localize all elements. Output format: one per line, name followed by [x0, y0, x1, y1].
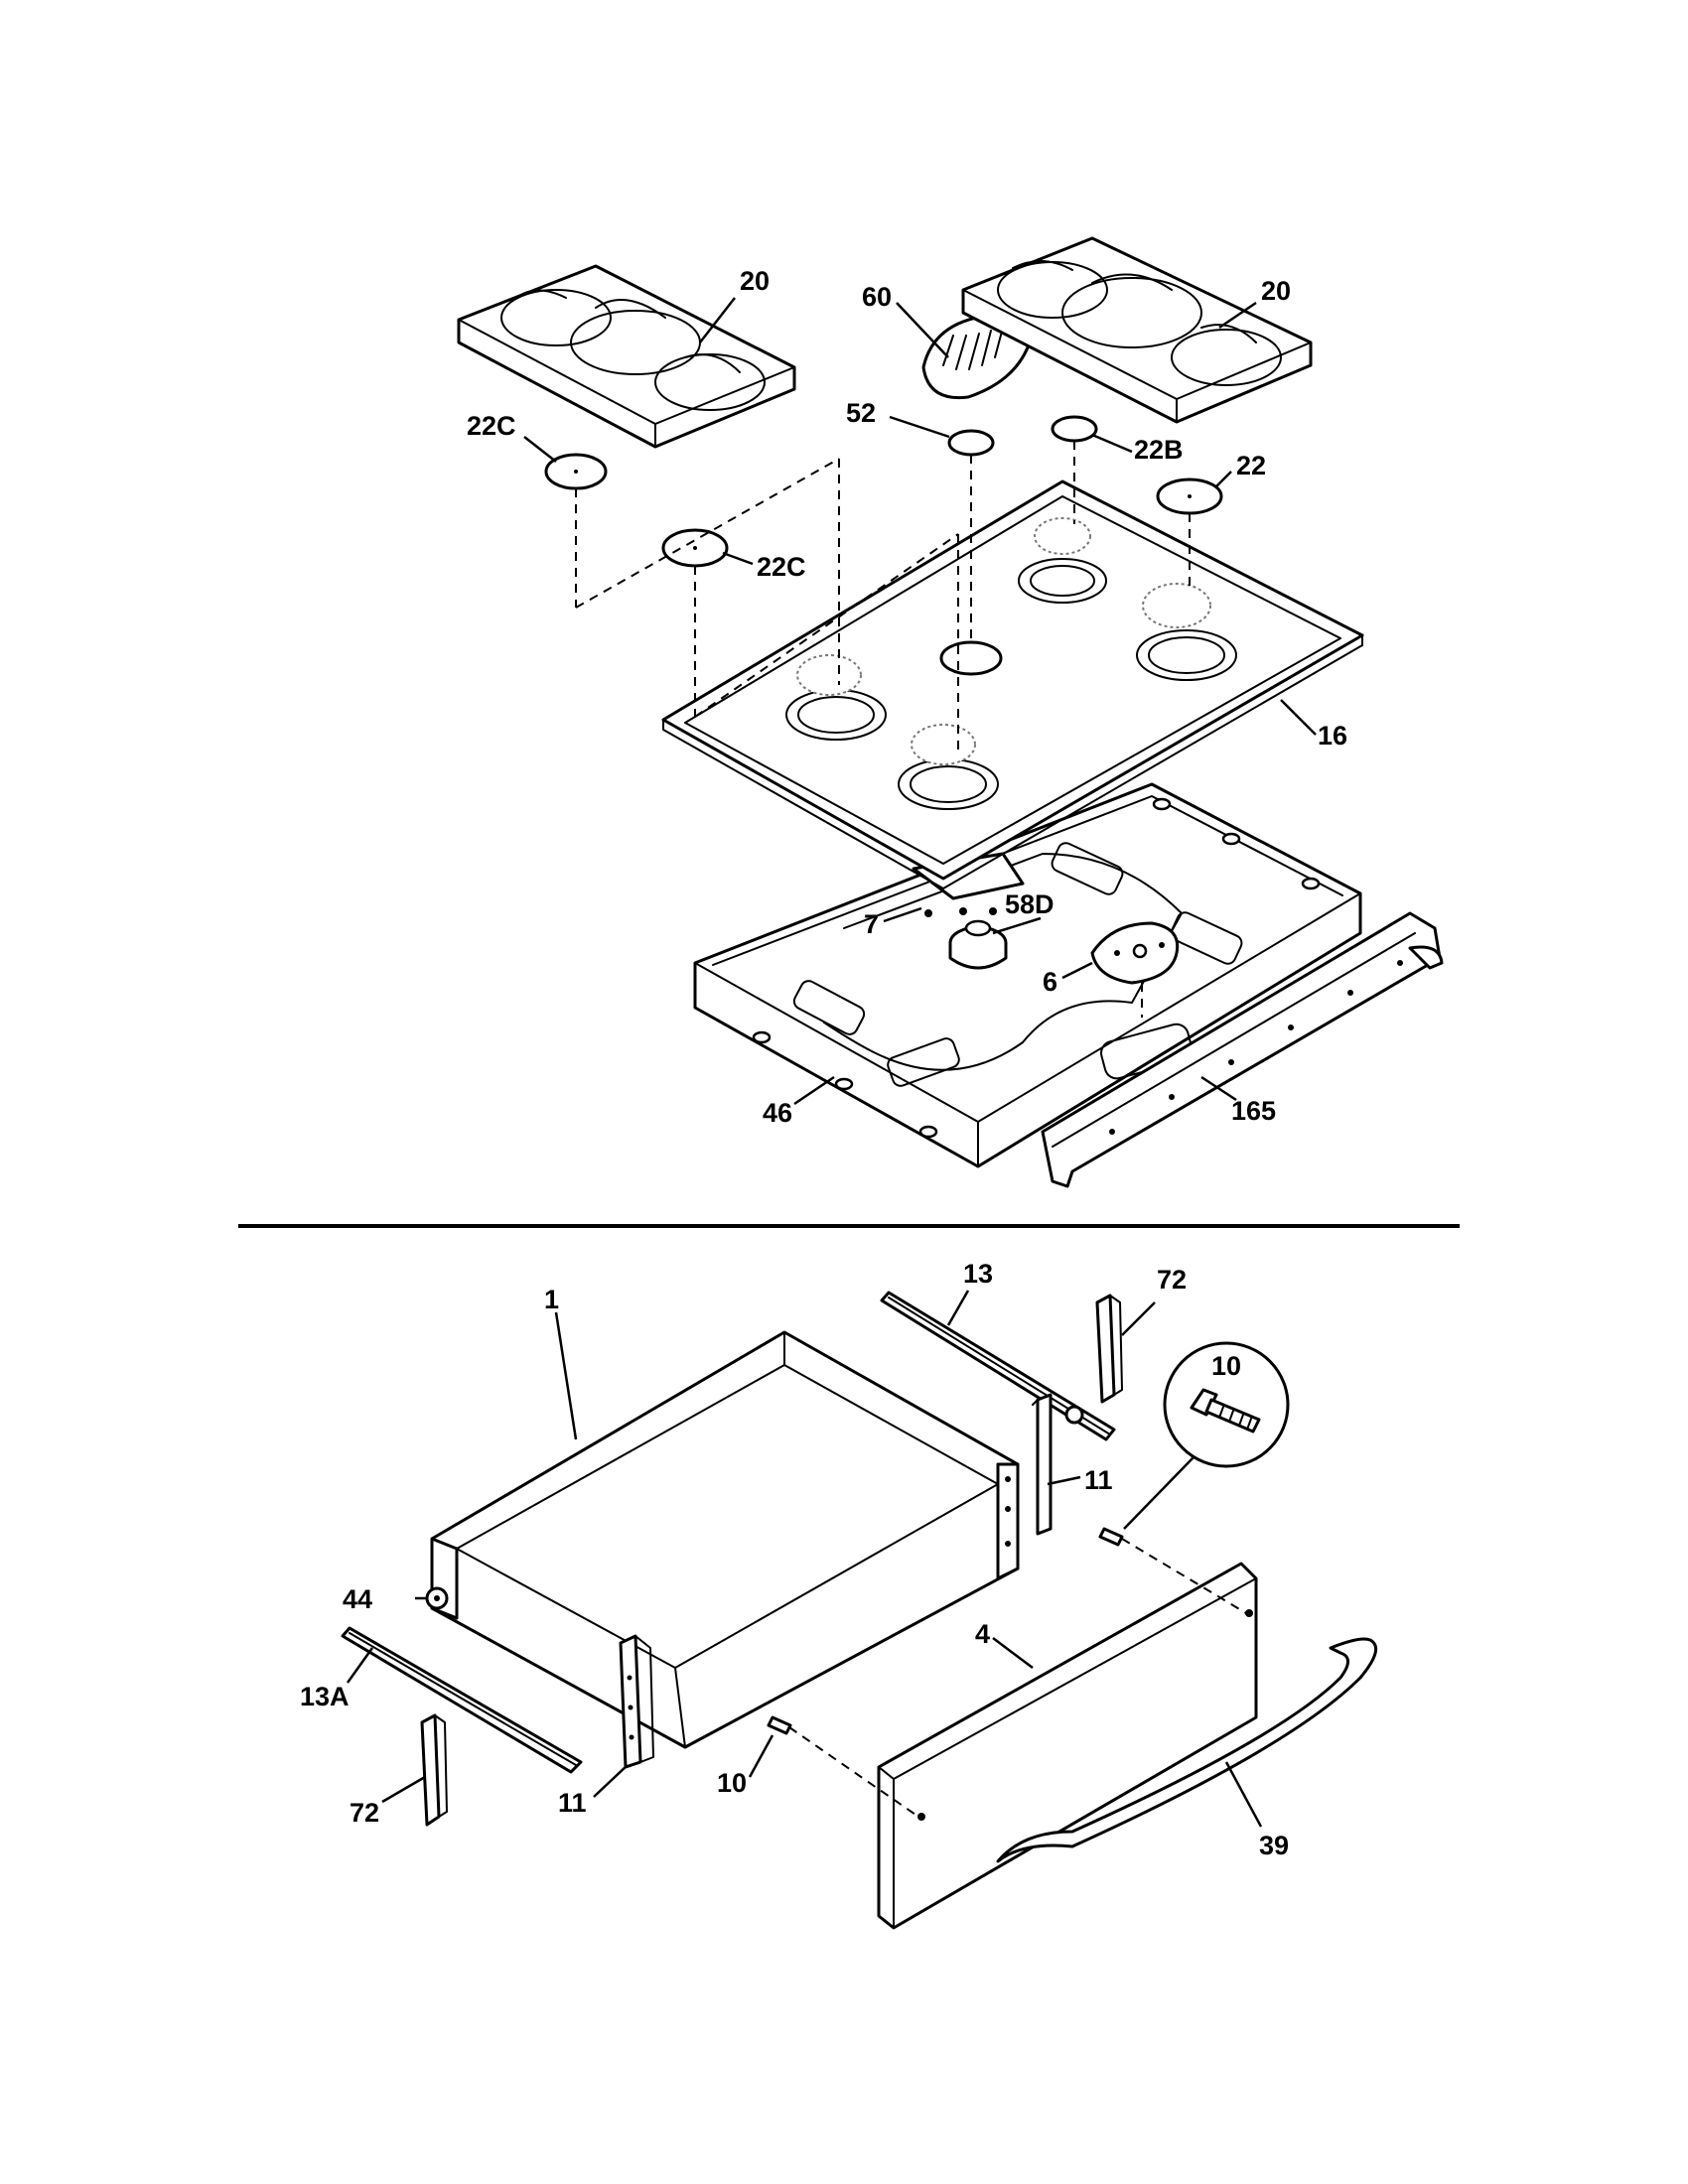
callout-grate-left: 20: [740, 266, 770, 296]
callout-cap-right-large: 22: [1236, 451, 1266, 480]
grate-right: [961, 236, 1313, 424]
callout-grate-right: 20: [1261, 276, 1291, 306]
screw-lines: [788, 1538, 1247, 1818]
callout-bracket-72-left: 72: [350, 1798, 379, 1828]
callout-cap-left-bottom: 22C: [757, 552, 806, 582]
callout-bracket-11-left: 11: [558, 1788, 587, 1818]
callout-rail-165: 165: [1231, 1096, 1276, 1126]
callout-bracket-11-right: 11: [1084, 1465, 1113, 1495]
cooktop-top: [661, 479, 1364, 889]
callout-burner-box: 46: [763, 1098, 792, 1128]
callout-cooktop: 16: [1318, 721, 1347, 751]
callout-valve-58d: 58D: [1005, 889, 1055, 919]
bracket-72-right: [1095, 1294, 1123, 1404]
slide-left: [341, 1626, 583, 1774]
callout-handle: 39: [1259, 1831, 1289, 1860]
callout-bracket-7: 7: [864, 909, 879, 939]
callout-drawer-body: 1: [544, 1285, 559, 1314]
callout-slide-right: 13: [963, 1259, 993, 1289]
callout-drawer-front: 4: [975, 1619, 990, 1649]
center-cover: [921, 314, 1030, 400]
callout-slide-left: 13A: [300, 1682, 350, 1711]
callout-screw-left: 10: [717, 1768, 747, 1798]
slide-right: [880, 1291, 1116, 1441]
roller: [425, 1586, 449, 1610]
callout-roller-44: 44: [343, 1584, 372, 1614]
drawer-front: [877, 1562, 1258, 1930]
callout-labels: 20 20 22C 22C 60 52 22B 22 16 7 58D 6 46…: [300, 266, 1347, 1860]
callout-cover-center: 60: [862, 282, 892, 312]
front-rail: [1041, 911, 1444, 1188]
bracket-72-left: [420, 1713, 448, 1827]
callout-cap-left-top: 22C: [467, 411, 516, 441]
callout-cap-center: 52: [846, 398, 876, 428]
callout-plate-6: 6: [1043, 967, 1057, 997]
handle: [996, 1637, 1378, 1863]
mounting-plate: [1090, 921, 1180, 985]
alignment-lines: [575, 441, 1191, 1018]
callout-screw-detail: 10: [1211, 1351, 1241, 1381]
leader-lines: [346, 297, 1317, 1828]
grate-left: [457, 264, 796, 449]
drawer-body: [430, 1330, 1020, 1749]
screw-detail: [1123, 1341, 1290, 1530]
bracket-left: [619, 1634, 654, 1769]
bracket-right: [1032, 1393, 1053, 1536]
callout-cap-right-small: 22B: [1134, 435, 1184, 465]
callout-bracket-72-right: 72: [1157, 1265, 1187, 1295]
screws: [767, 1527, 1124, 1735]
